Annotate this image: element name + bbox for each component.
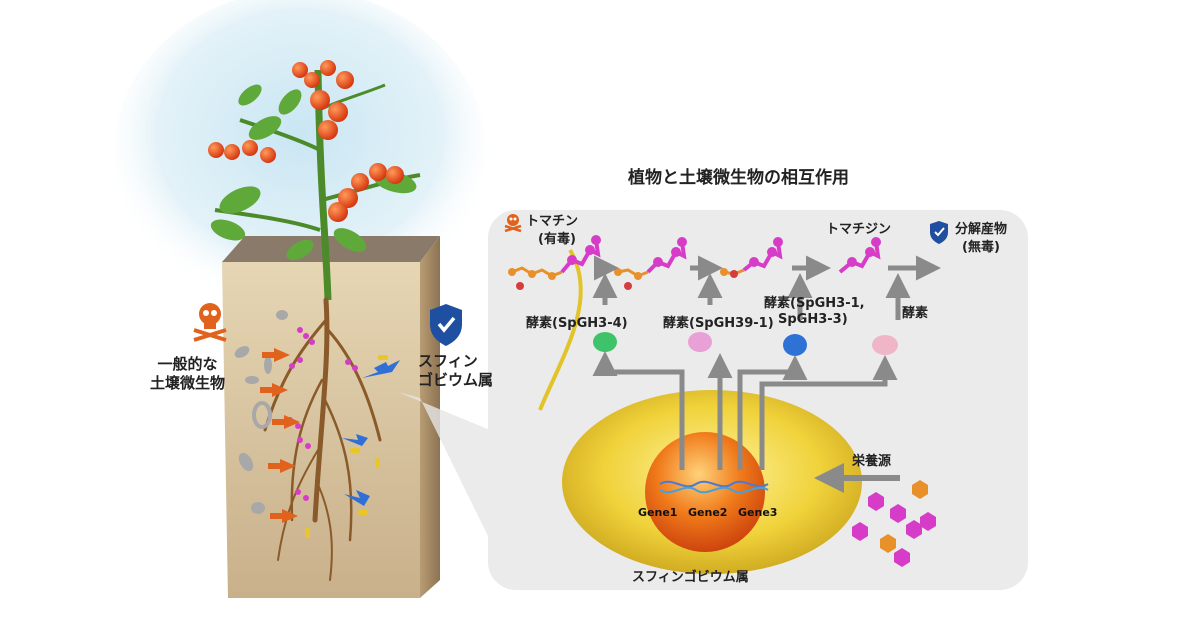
enzyme1-label: 酵素(SpGH3-4) xyxy=(526,316,628,331)
enzyme4-label: 酵素 xyxy=(902,306,929,321)
general-microbes-line2: 土壌微生物 xyxy=(150,373,226,392)
sphingobium-soil-label: スフィン ゴビウム属 xyxy=(418,352,493,390)
enzyme3-label: 酵素(SpGH3-1, SpGH3-3) xyxy=(764,296,865,329)
plant xyxy=(210,69,421,301)
enzyme2-label: 酵素(SpGH39-1) xyxy=(663,316,774,331)
products-nontoxic-label: (無毒) xyxy=(962,240,1000,255)
enzyme-arrows xyxy=(592,273,911,320)
enzyme3-line2: SpGH3-3) xyxy=(778,312,848,328)
safe-shield-icon xyxy=(930,221,948,244)
enzyme-green xyxy=(593,332,617,352)
enzyme3-line1: 酵素(SpGH3-1, xyxy=(764,296,865,311)
molecule-tomatidine xyxy=(838,237,881,274)
general-microbes xyxy=(234,310,288,514)
tomatine-toxic-label: (有毒) xyxy=(538,232,576,247)
molecule-intermediate-1 xyxy=(614,237,687,290)
enzyme-lightpink xyxy=(872,335,898,355)
skull-icon xyxy=(193,303,227,342)
cell-name-label: スフィンゴビウム属 xyxy=(632,570,749,585)
sky-glow xyxy=(115,0,485,310)
gene-arrows xyxy=(592,351,898,470)
sphingobium-line1: スフィン xyxy=(418,352,478,370)
nutrient-molecules xyxy=(852,480,936,567)
general-microbes-label: 一般的な 土壌微生物 xyxy=(150,355,225,393)
tomato-cluster xyxy=(208,60,404,222)
shield-icon xyxy=(430,304,462,346)
roots xyxy=(263,297,382,581)
gene1-label: Gene1 xyxy=(638,506,678,519)
orange-arrows xyxy=(260,348,300,523)
general-microbes-line1: 一般的な xyxy=(157,355,218,373)
toxic-skull-icon xyxy=(504,214,522,233)
gene2-label: Gene2 xyxy=(688,506,728,519)
tomatidine-label: トマチジン xyxy=(826,222,892,237)
molecule-intermediate-2 xyxy=(720,237,783,278)
sphingobium-cell xyxy=(538,248,862,574)
tomatine-label: トマチン xyxy=(526,214,579,229)
nutrients-label: 栄養源 xyxy=(852,454,892,469)
gene3-label: Gene3 xyxy=(738,506,778,519)
products-label: 分解産物 xyxy=(955,222,1008,237)
zoom-callout xyxy=(398,392,490,540)
molecule-tomatine xyxy=(508,235,601,290)
sphingobium-rods xyxy=(305,355,388,538)
sphingobium-line2: ゴビウム属 xyxy=(418,370,494,389)
enzyme-blue xyxy=(783,334,807,356)
enzyme-pink xyxy=(688,332,712,352)
blue-arrows xyxy=(342,360,400,506)
diagram-title: 植物と土壌微生物の相互作用 xyxy=(628,168,849,188)
